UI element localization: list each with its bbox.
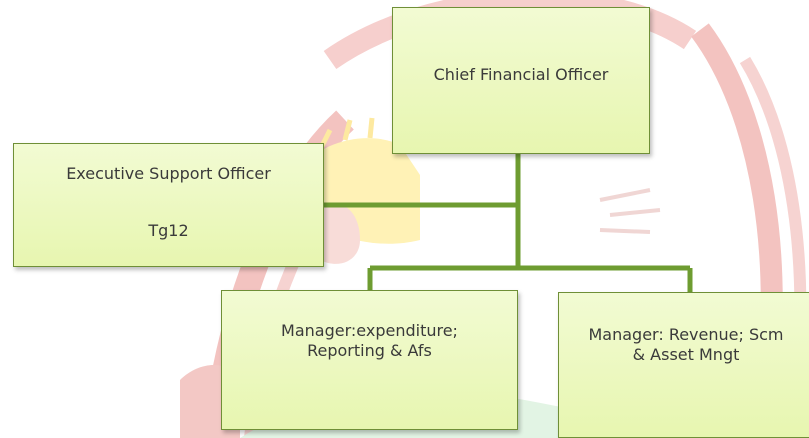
node-chief-financial-officer: Chief Financial Officer xyxy=(392,7,650,154)
node-manager-revenue: Manager: Revenue; Scm & Asset Mngt xyxy=(558,292,809,438)
node-grade: Tg12 xyxy=(148,221,189,240)
node-manager-expenditure: Manager:expenditure; Reporting & Afs xyxy=(221,290,518,430)
node-executive-support-officer: Executive Support Officer Tg12 xyxy=(13,143,324,267)
watermark-sun-rays xyxy=(317,117,403,152)
watermark-rays-right xyxy=(599,188,661,234)
node-label: Manager: Revenue; Scm & Asset Mngt xyxy=(588,325,784,364)
watermark-shape-red-mid xyxy=(320,204,360,264)
node-label: Executive Support Officer xyxy=(66,164,271,183)
node-label: Chief Financial Officer xyxy=(433,65,609,84)
node-label: Manager:expenditure; Reporting & Afs xyxy=(281,321,458,360)
